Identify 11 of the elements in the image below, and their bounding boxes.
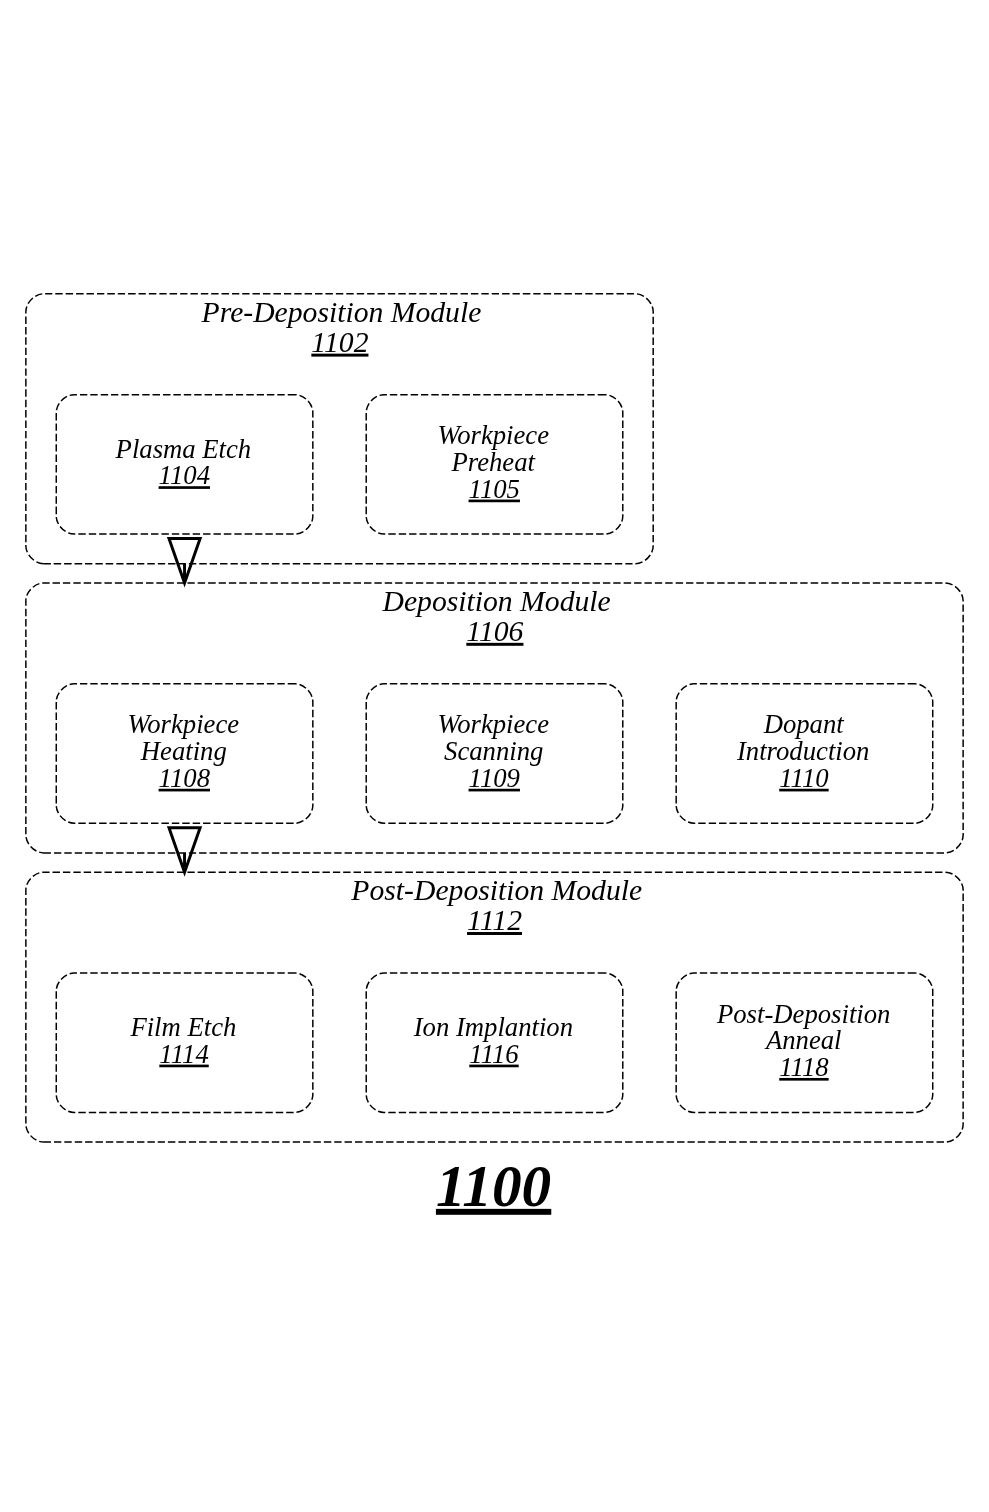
node-box: Film Etch 1114 — [55, 971, 314, 1113]
node-box: Plasma Etch 1104 — [55, 393, 314, 535]
node-box: Workpiece Scanning 1109 — [365, 682, 624, 824]
node-box: Ion Implantion 1116 — [365, 971, 624, 1113]
arrow — [166, 536, 203, 587]
node-box: Dopant Introduction 1110 — [675, 682, 934, 824]
caption: 1100 — [435, 1152, 552, 1219]
node-box: Post-Deposition Anneal 1118 — [675, 971, 934, 1113]
arrow — [166, 825, 203, 877]
node-box: Workpiece Preheat 1105 — [365, 393, 624, 535]
node-box: Workpiece Heating 1108 — [55, 682, 314, 824]
